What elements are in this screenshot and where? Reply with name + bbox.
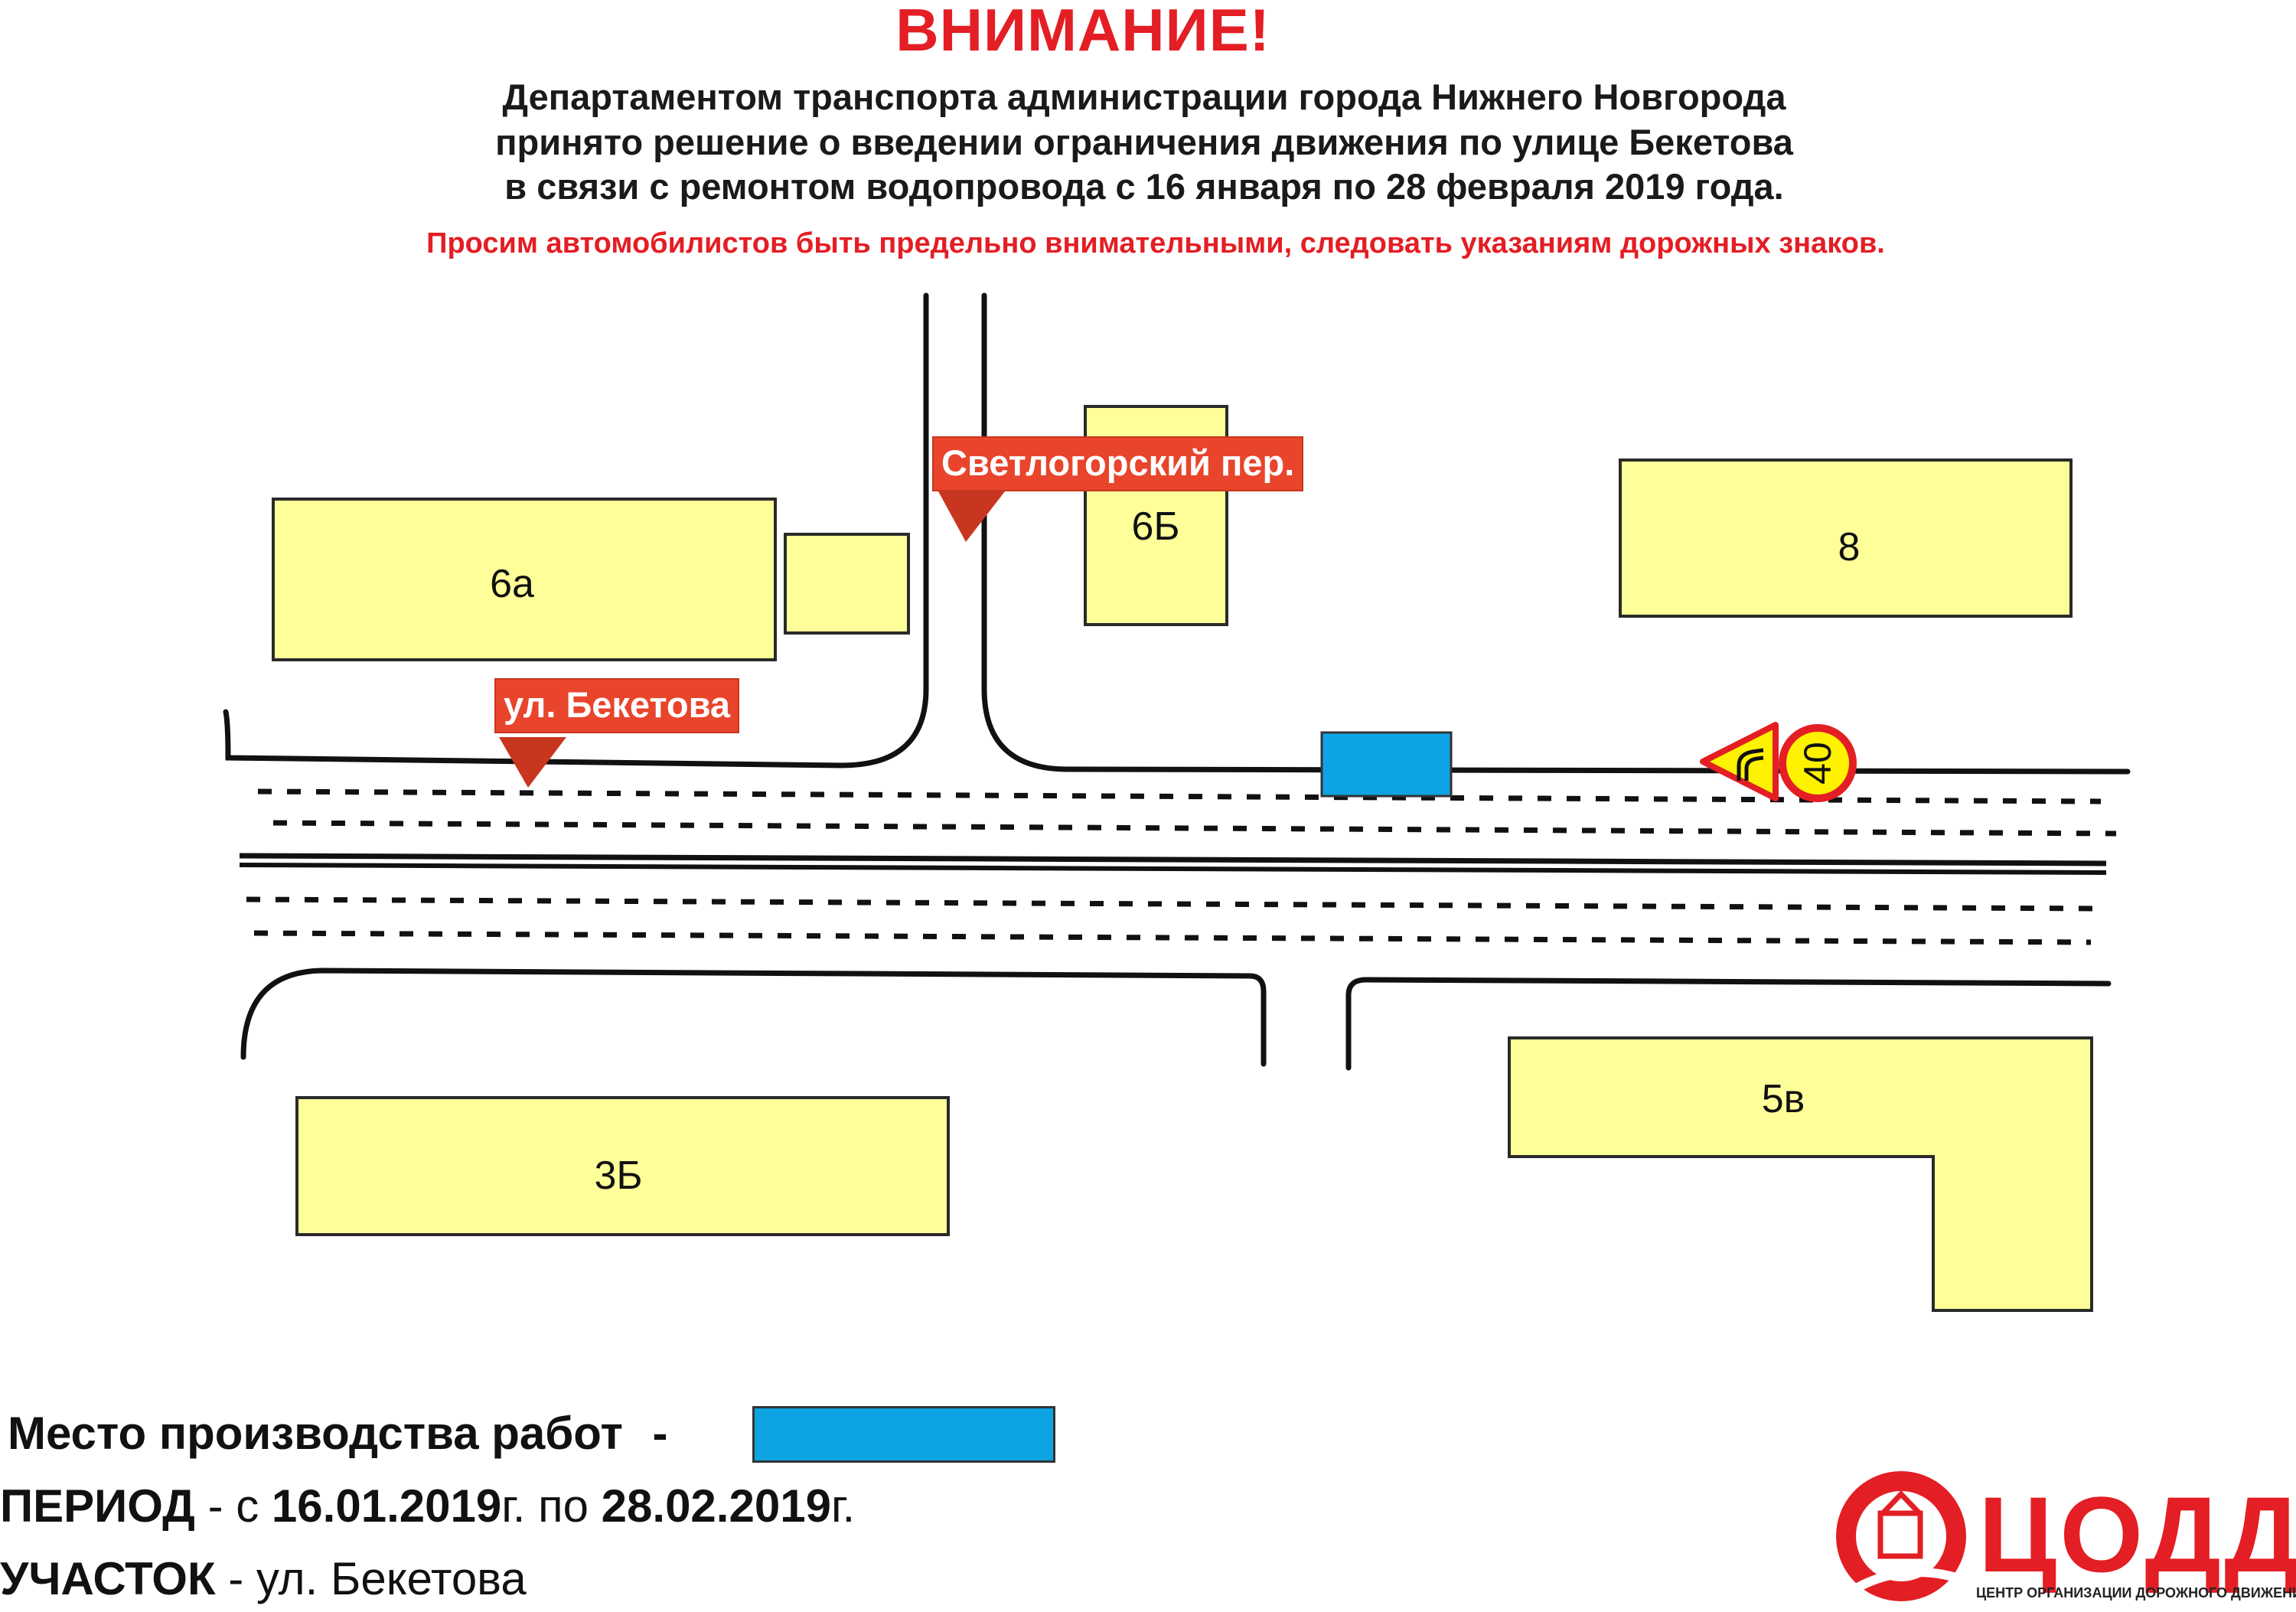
building-3b-label: 3Б <box>594 1154 642 1198</box>
beketova-pointer <box>499 737 566 788</box>
lane-marking-2 <box>272 820 2117 837</box>
building-8-label: 8 <box>1838 525 1861 569</box>
codd-logo-subtitle: ЦЕНТР ОРГАНИЗАЦИИ ДОРОЖНОГО ДВИЖЕНИЯ <box>1976 1585 2296 1601</box>
road-centerline-bottom <box>239 863 2107 875</box>
svetlogorsky-left-edge <box>223 292 929 768</box>
period-to-suffix: г. <box>830 1480 856 1532</box>
legend-section: УЧАСТОК - ул. Бекетова <box>0 1552 527 1606</box>
period-sep: - с <box>207 1480 259 1532</box>
period-from-suffix: г. по <box>501 1480 589 1532</box>
legend-work-site: Место производства работ - <box>8 1407 668 1460</box>
section-label: УЧАСТОК <box>0 1553 216 1604</box>
period-label: ПЕРИОД <box>0 1480 195 1532</box>
legend-period: ПЕРИОД - с 16.01.2019г. по 28.02.2019г. <box>0 1480 855 1533</box>
building-6b-label: 6Б <box>1131 504 1179 549</box>
legend-work-swatch <box>752 1406 1055 1463</box>
announcement-line-3: в связи с ремонтом водопровода с 16 янва… <box>504 166 1784 207</box>
building-8 <box>1619 458 2073 618</box>
work-zone <box>1320 731 1453 798</box>
svetlogorsky-pointer <box>938 491 1005 542</box>
road-narrows-icon <box>1737 748 1764 781</box>
svetlogorsky-right-edge <box>981 292 2131 775</box>
street-label-beketova: ул. Бекетова <box>494 678 739 733</box>
south-right-curb <box>1345 977 2112 1071</box>
driver-notice: Просим автомобилистов быть предельно вни… <box>426 227 1885 259</box>
street-label-svetlogorsky: Светлогорский пер. <box>932 436 1304 491</box>
road-centerline-top <box>239 853 2107 866</box>
announcement-line-2: принято решение о введении ограничения д… <box>495 122 1793 162</box>
building-5v <box>1508 1036 2093 1312</box>
lane-marking-3 <box>246 896 2102 912</box>
codd-emblem-icon <box>1836 1471 1966 1601</box>
period-from: 16.01.2019 <box>271 1480 502 1532</box>
codd-logo-text: ЦОДД <box>1978 1474 2296 1594</box>
period-to: 28.02.2019 <box>601 1480 831 1532</box>
speed-limit-value: 40 <box>1796 742 1839 785</box>
legend-work-dash: - <box>652 1408 668 1459</box>
speed-limit-sign <box>1779 724 1857 802</box>
building-6a <box>272 498 777 661</box>
building-5v-label: 5в <box>1762 1077 1805 1121</box>
lane-marking-4 <box>253 930 2092 945</box>
legend-work-label: Место производства работ <box>8 1408 623 1459</box>
building-6a-annex <box>784 533 910 635</box>
page-title: ВНИМАНИЕ! <box>895 0 1270 64</box>
section-value: - ул. Бекетова <box>228 1553 527 1604</box>
south-left-curb <box>240 968 1267 1067</box>
building-3b <box>295 1096 950 1236</box>
announcement-line-1: Департаментом транспорта администрации г… <box>502 77 1786 117</box>
building-6a-label: 6а <box>490 562 534 606</box>
